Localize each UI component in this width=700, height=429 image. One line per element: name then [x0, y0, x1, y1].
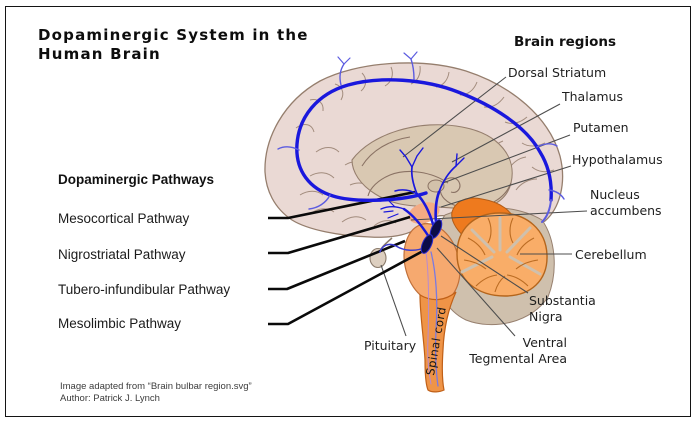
leader-thalamus: [451, 103, 561, 163]
label-putamen: Putamen: [573, 120, 629, 135]
mesocortical-arc: [295, 78, 553, 202]
cerebellum-folia: [463, 217, 539, 293]
label-pituitary: Pituitary: [364, 338, 417, 353]
brain-regions-heading: Brain regions: [514, 34, 617, 50]
label-substantia-nigra: Substantia Nigra: [529, 293, 596, 324]
dopaminergic-pathways-heading: Dopaminergic Pathways: [58, 172, 215, 187]
label-mesolimbic-pathway: Mesolimbic Pathway: [58, 316, 182, 331]
attribution-author: Author: Patrick J. Lynch: [60, 393, 160, 404]
leader-nucleus-accumbens: [410, 210, 588, 221]
pointer-tubero-infundibular: [268, 239, 406, 291]
leader-vta: [436, 247, 516, 337]
leader-substantia-nigra: [440, 235, 529, 294]
attribution: Image adapted from “Brain bulbar region.…: [60, 381, 252, 405]
label-nigrostriatal-pathway: Nigrostriatal Pathway: [58, 247, 186, 262]
label-mesocortical-pathway: Mesocortical Pathway: [58, 211, 190, 226]
label-cerebellum: Cerebellum: [575, 247, 647, 262]
label-dorsal-striatum: Dorsal Striatum: [508, 65, 607, 80]
descending-fiber-2: [425, 251, 432, 385]
vta-nucleus: [420, 234, 434, 254]
label-nucleus-accumbens: Nucleus accumbens: [590, 187, 662, 218]
label-ventral-tegmental-area: Ventral Tegmental Area: [469, 335, 567, 366]
mesocortical-arc-tail: [541, 199, 552, 223]
pointer-mesolimbic: [268, 249, 424, 326]
page-title: Dopaminergic System in the Human Brain: [38, 26, 309, 63]
leader-dorsal-striatum: [402, 76, 507, 158]
label-hypothalamus: Hypothalamus: [572, 152, 663, 167]
diagram-border: [5, 6, 691, 417]
cerebellum-fissures: [460, 216, 542, 276]
central-pathway-bundle: [380, 147, 465, 239]
pointer-nigrostriatal: [268, 215, 411, 255]
tubero-infundibular-branch: [379, 243, 427, 253]
descending-fiber-1: [430, 251, 439, 387]
arc-twigs: [277, 51, 565, 210]
attribution-source: Image adapted from “Brain bulbar region.…: [60, 381, 252, 392]
dopaminergic-pathway-arcs: [277, 51, 565, 387]
label-thalamus: Thalamus: [562, 89, 623, 104]
genu-line: [361, 136, 411, 167]
leader-pituitary: [380, 264, 407, 337]
leader-putamen: [442, 134, 571, 184]
label-tubero-infundibular-pathway: Tubero-infundibular Pathway: [58, 282, 231, 297]
fornix-line: [367, 171, 449, 197]
